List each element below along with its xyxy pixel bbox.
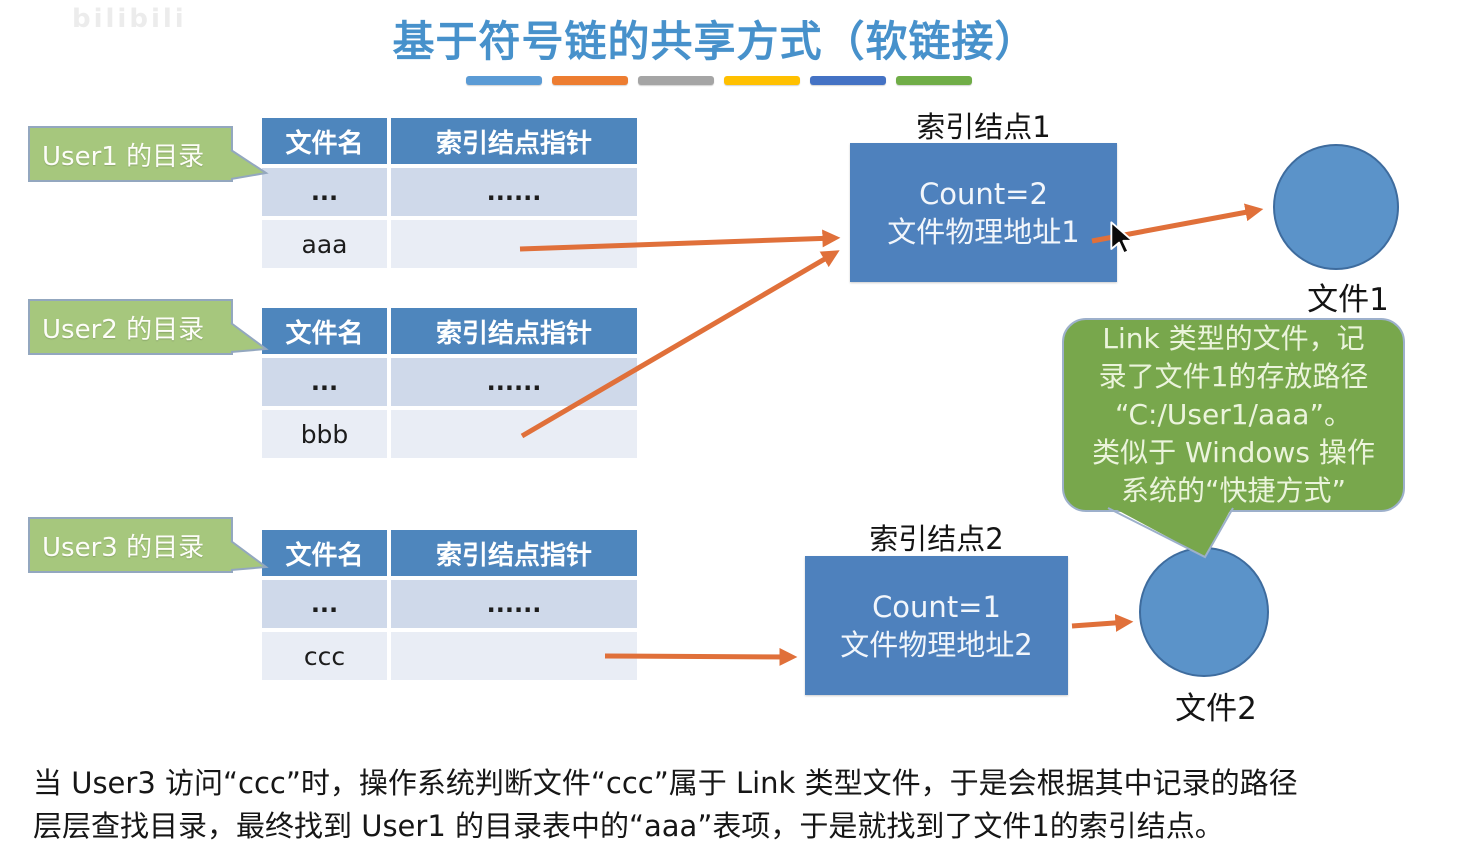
accent-bar bbox=[724, 76, 800, 85]
inode1-address: 文件物理地址1 bbox=[887, 214, 1080, 249]
inode1-count: Count=2 bbox=[919, 176, 1048, 211]
accent-bar bbox=[896, 76, 972, 85]
inode1-label: 索引结点1 bbox=[916, 110, 1051, 144]
inode2-count: Count=1 bbox=[872, 589, 1001, 624]
explanation-line2: 层层查找目录，最终找到 User1 的目录表中的“aaa”表项，于是就找到了文件… bbox=[33, 809, 1224, 843]
callout-line: “C:/User1/aaa”。 bbox=[1115, 398, 1352, 431]
user3-directory-table: 文件名 索引结点指针 ... ...... ccc bbox=[262, 530, 637, 680]
explanation-line1: 当 User3 访问“ccc”时，操作系统判断文件“ccc”属于 Link 类型… bbox=[33, 766, 1298, 800]
user2-directory-table: 文件名 索引结点指针 ... ...... bbb bbox=[262, 308, 637, 458]
user1-label-tail bbox=[230, 150, 266, 179]
explanation-text: 当 User3 访问“ccc”时，操作系统判断文件“ccc”属于 Link 类型… bbox=[33, 762, 1477, 848]
table-cell: ...... bbox=[391, 358, 637, 406]
slide-title: 基于符号链的共享方式（软链接） bbox=[392, 17, 1038, 66]
user1-label-tail-border bbox=[230, 149, 269, 180]
inode1-box: Count=2 文件物理地址1 bbox=[850, 143, 1117, 282]
callout-line: Link 类型的文件，记 bbox=[1102, 322, 1365, 355]
user2-directory-label: User2 的目录 bbox=[28, 299, 233, 355]
file1-label: 文件1 bbox=[1307, 282, 1389, 318]
column-header-filename: 文件名 bbox=[262, 118, 387, 164]
table-cell-filename-bbb: bbb bbox=[262, 410, 387, 458]
inode2-box: Count=1 文件物理地址2 bbox=[805, 556, 1068, 695]
accent-bar bbox=[466, 76, 542, 85]
arrow-inode2-to-file2 bbox=[1071, 613, 1134, 632]
accent-bar bbox=[810, 76, 886, 85]
link-file-callout: Link 类型的文件，记 录了文件1的存放路径 “C:/User1/aaa”。 … bbox=[1062, 318, 1405, 512]
file2-label: 文件2 bbox=[1175, 691, 1257, 727]
column-header-inode-pointer: 索引结点指针 bbox=[391, 118, 637, 164]
table-cell bbox=[391, 220, 637, 268]
user2-directory-label-text: User2 的目录 bbox=[42, 314, 205, 345]
callout-line: 系统的“快捷方式” bbox=[1120, 474, 1346, 507]
callout-line: 类似于 Windows 操作 bbox=[1092, 436, 1375, 469]
table-cell-filename-ccc: ccc bbox=[262, 632, 387, 680]
column-header-inode-pointer: 索引结点指针 bbox=[391, 530, 637, 576]
user1-directory-label: User1 的目录 bbox=[28, 126, 233, 182]
user3-directory-label: User3 的目录 bbox=[28, 517, 233, 573]
inode2-address: 文件物理地址2 bbox=[840, 627, 1033, 662]
file1-circle bbox=[1273, 144, 1399, 270]
user3-directory-label-text: User3 的目录 bbox=[42, 532, 205, 563]
column-header-filename: 文件名 bbox=[262, 530, 387, 576]
accent-bar bbox=[638, 76, 714, 85]
table-cell: ... bbox=[262, 358, 387, 406]
table-cell-filename-aaa: aaa bbox=[262, 220, 387, 268]
callout-line: 录了文件1的存放路径 bbox=[1098, 360, 1369, 393]
table-cell: ...... bbox=[391, 168, 637, 216]
bilibili-watermark: bilibili bbox=[72, 4, 187, 34]
user3-label-tail-border bbox=[230, 540, 269, 571]
user1-directory-table: 文件名 索引结点指针 ... ...... aaa bbox=[262, 118, 637, 268]
user2-label-tail-border bbox=[230, 322, 269, 353]
user2-label-tail bbox=[230, 323, 266, 352]
table-cell bbox=[391, 632, 637, 680]
user1-directory-label-text: User1 的目录 bbox=[42, 141, 205, 172]
inode2-label: 索引结点2 bbox=[869, 522, 1004, 556]
table-cell: ... bbox=[262, 168, 387, 216]
user3-label-tail bbox=[230, 541, 266, 570]
column-header-filename: 文件名 bbox=[262, 308, 387, 354]
table-cell bbox=[391, 410, 637, 458]
file2-circle bbox=[1139, 547, 1269, 677]
table-cell: ... bbox=[262, 580, 387, 628]
column-header-inode-pointer: 索引结点指针 bbox=[391, 308, 637, 354]
accent-bar bbox=[552, 76, 628, 85]
table-cell: ...... bbox=[391, 580, 637, 628]
